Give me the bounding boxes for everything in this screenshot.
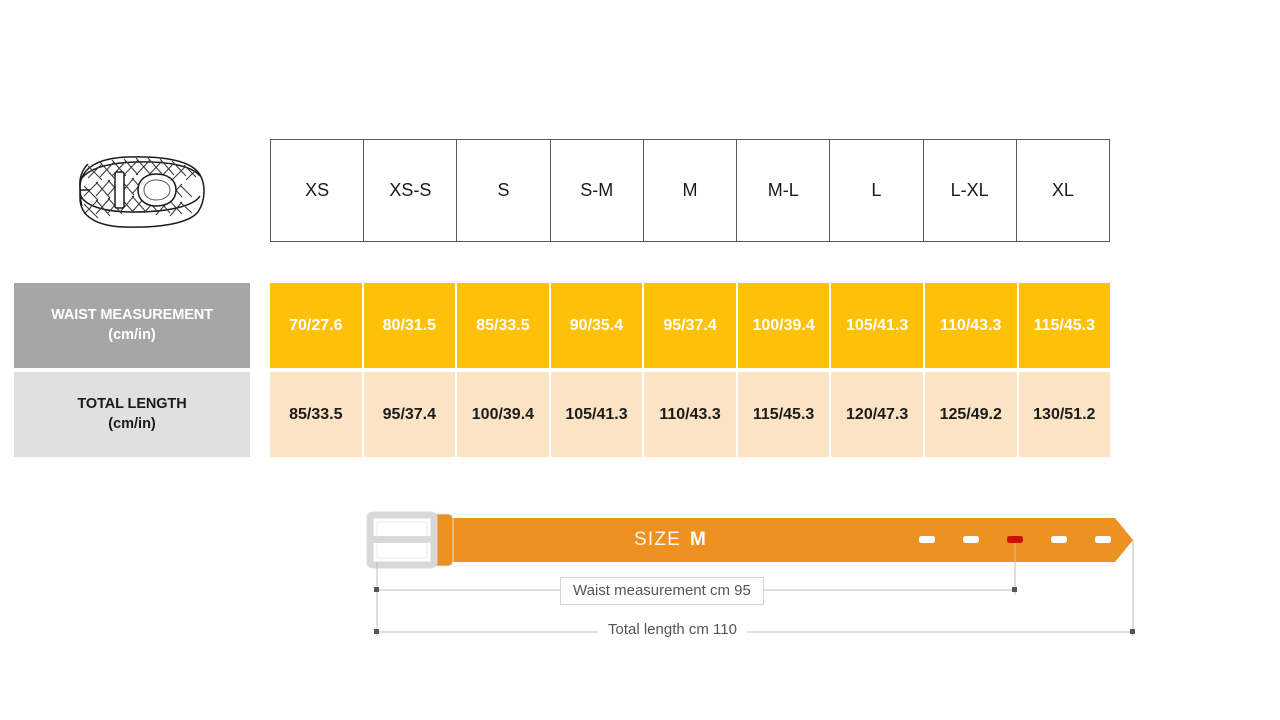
belt-hole — [1051, 536, 1067, 543]
row-label-main: WAIST MEASUREMENT — [51, 306, 213, 323]
belt-size-label: SIZE M — [634, 529, 706, 551]
buckle-prong-bar — [367, 536, 437, 543]
size-header-cell: L-XL — [923, 140, 1017, 241]
waist-value-cell: 110/43.3 — [924, 283, 1019, 368]
waist-value-cell: 100/39.4 — [737, 283, 832, 368]
row-label-unit: (cm/in) — [108, 415, 156, 432]
waist-measurement-row: WAIST MEASUREMENT (cm/in) 70/27.6 80/31.… — [14, 283, 1111, 368]
size-header-cell: XL — [1016, 140, 1109, 241]
size-header-cell: M-L — [737, 140, 831, 241]
size-label: L — [871, 180, 882, 200]
size-label: XL — [1051, 180, 1074, 200]
size-label: M-L — [767, 180, 799, 200]
row-label-main: TOTAL LENGTH — [77, 395, 187, 412]
waist-value-cell: 70/27.6 — [270, 283, 364, 368]
belt-hole — [919, 536, 935, 543]
dimension-extension-lines — [376, 540, 1134, 636]
total-length-dimension-line — [374, 629, 1135, 634]
waist-value-cell: 90/35.4 — [550, 283, 645, 368]
size-header-cell: XS-S — [364, 140, 458, 241]
length-value-cell: 95/37.4 — [363, 372, 458, 457]
size-label: L-XL — [950, 180, 989, 200]
length-value-cell: 130/51.2 — [1018, 372, 1111, 457]
size-word: SIZE — [634, 529, 682, 550]
size-header-cell: S — [457, 140, 551, 241]
waist-value-cell: 85/33.5 — [457, 283, 551, 368]
length-value-strip: 85/33.5 95/37.4 100/39.4 105/41.3 110/43… — [270, 372, 1111, 457]
length-value-cell: 115/45.3 — [737, 372, 832, 457]
size-header-cell: XS — [271, 140, 365, 241]
size-label: S — [497, 180, 510, 200]
size-header-cell: M — [643, 140, 738, 241]
row-label-unit: (cm/in) — [108, 326, 156, 343]
size-label: XS-S — [389, 180, 432, 200]
belt-hole — [963, 536, 979, 543]
waist-dimension-label: Waist measurement cm 95 — [560, 577, 764, 605]
product-illustration — [58, 142, 218, 242]
waist-value-cell: 105/41.3 — [831, 283, 925, 368]
belt-diagram-svg — [366, 511, 1135, 636]
length-value-cell: 85/33.5 — [270, 372, 364, 457]
length-value-cell: 110/43.3 — [644, 372, 738, 457]
size-header-table: XS XS-S S S-M M M-L L L-XL XL — [270, 139, 1110, 242]
waist-measurement-label: WAIST MEASUREMENT (cm/in) — [14, 283, 250, 368]
waist-value-cell: 80/31.5 — [363, 283, 458, 368]
waist-value-cell: 95/37.4 — [644, 283, 738, 368]
belt-hole — [1095, 536, 1111, 543]
waist-value-strip: 70/27.6 80/31.5 85/33.5 90/35.4 95/37.4 … — [270, 283, 1111, 368]
size-label: XS — [305, 180, 330, 200]
belt-measurement-diagram — [355, 500, 1155, 650]
size-header-cell: S-M — [550, 140, 644, 241]
size-value: M — [690, 529, 706, 550]
size-header-cell: L — [830, 140, 924, 241]
belt-strap — [431, 518, 1133, 562]
size-label: S-M — [580, 180, 614, 200]
length-value-cell: 105/41.3 — [550, 372, 645, 457]
length-value-cell: 125/49.2 — [924, 372, 1019, 457]
total-length-row: TOTAL LENGTH (cm/in) 85/33.5 95/37.4 100… — [14, 372, 1111, 457]
size-label: M — [682, 180, 698, 200]
total-length-label: TOTAL LENGTH (cm/in) — [14, 372, 250, 457]
belt-hole-highlighted — [1007, 536, 1023, 543]
length-value-cell: 100/39.4 — [457, 372, 551, 457]
braided-belt-icon — [79, 156, 205, 228]
total-length-dimension-label: Total length cm 110 — [598, 619, 747, 640]
length-value-cell: 120/47.3 — [831, 372, 925, 457]
waist-value-cell: 115/45.3 — [1018, 283, 1111, 368]
